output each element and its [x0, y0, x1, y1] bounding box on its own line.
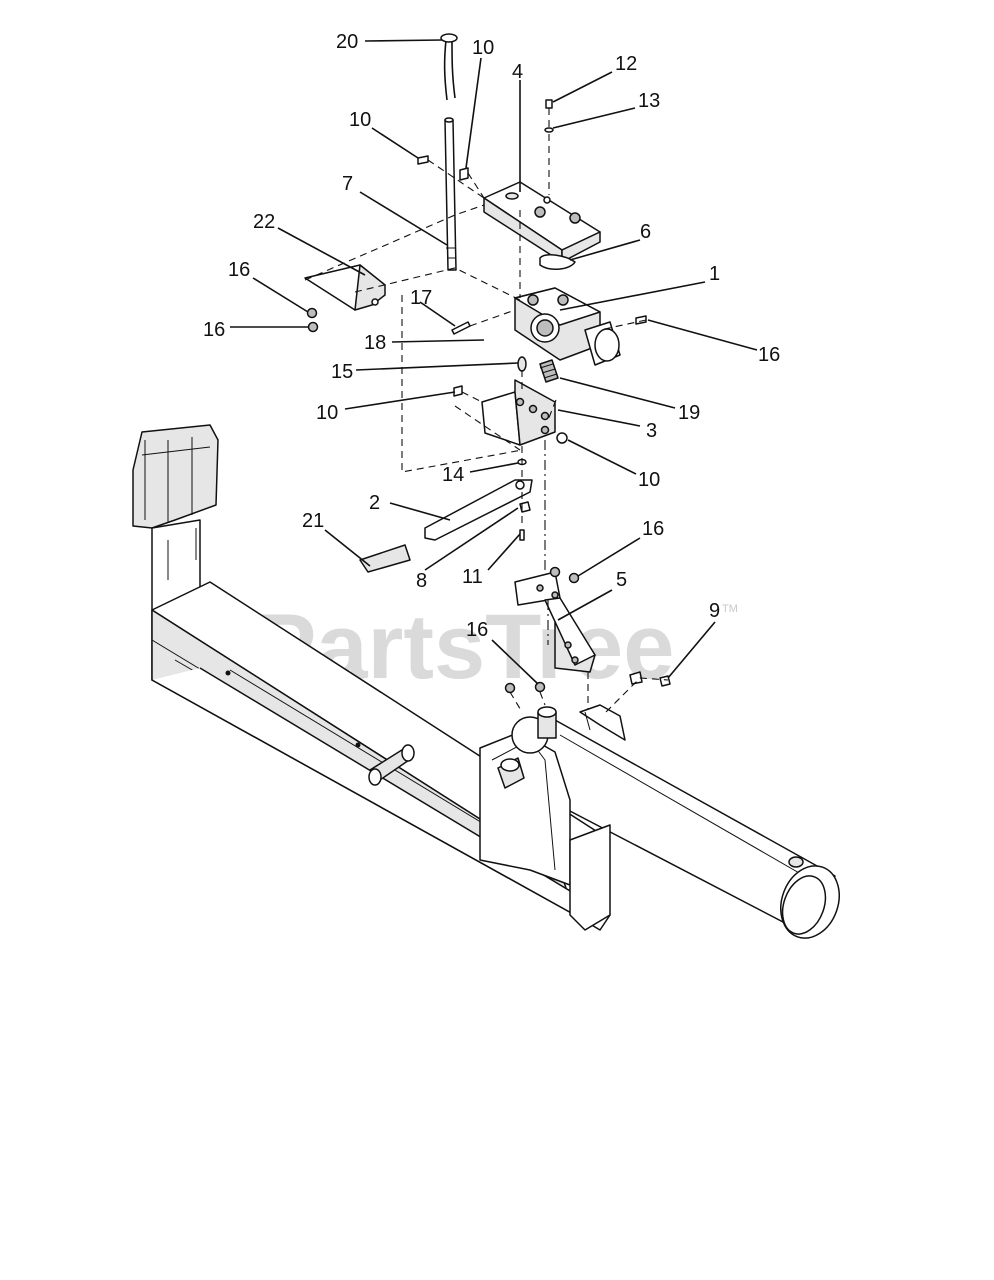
- cylinder-mount-plate: [479, 731, 571, 886]
- part-10-bolts: [417, 155, 568, 444]
- part-1-control-valve: [514, 287, 621, 366]
- part-11-pin: [519, 529, 525, 541]
- callout-16: 16: [758, 344, 780, 366]
- callout-7: 7: [342, 173, 353, 195]
- callout-17: 17: [410, 287, 432, 309]
- callout-18: 18: [364, 332, 386, 354]
- callout-2: 2: [369, 492, 380, 514]
- hydraulic-cylinder: [479, 704, 840, 939]
- part-20-handle-pin: [440, 33, 458, 101]
- wedge-head: [132, 424, 219, 529]
- part-2-handle: [424, 479, 533, 541]
- callout-12: 12: [615, 53, 637, 75]
- callout-16: 16: [228, 259, 250, 281]
- beam-flange: [151, 667, 611, 931]
- leader-lines: [230, 39, 758, 685]
- callout-19: 19: [678, 402, 700, 424]
- cylinder-lower-bracket: [569, 824, 611, 931]
- part-6-gasket: [539, 254, 576, 270]
- part-16-nuts-left: [306, 307, 319, 333]
- callout-6: 6: [640, 221, 651, 243]
- part-9-pins: [629, 671, 671, 687]
- callout-16: 16: [642, 518, 664, 540]
- part-12-bolt: [545, 99, 553, 109]
- part-3-valve-mount: [481, 379, 556, 446]
- callout-21: 21: [302, 510, 324, 532]
- callout-10: 10: [638, 469, 660, 491]
- part-7-control-rod: [444, 117, 457, 271]
- callout-14: 14: [442, 464, 464, 486]
- callout-labels: 20 10 4 12 13 10 7 22 6 16 1 17 16 18 16…: [203, 31, 780, 641]
- callout-13: 13: [638, 90, 660, 112]
- watermark-trademark: TM: [722, 603, 738, 615]
- callout-20: 20: [336, 31, 358, 53]
- assembly-lines: [304, 108, 669, 713]
- part-21-handle-grip: [359, 544, 411, 573]
- part-22-guard: [304, 264, 386, 311]
- callout-10: 10: [349, 109, 371, 131]
- part-16-nut-right: [635, 315, 647, 325]
- callout-16: 16: [203, 319, 225, 341]
- callout-8: 8: [416, 570, 427, 592]
- callout-1: 1: [709, 263, 720, 285]
- callout-5: 5: [616, 569, 627, 591]
- part-15-fitting: [517, 356, 527, 372]
- callout-9: 9: [709, 600, 720, 622]
- part-13-washer: [544, 127, 554, 133]
- callout-10: 10: [472, 37, 494, 59]
- callout-22: 22: [253, 211, 275, 233]
- wedge-ribs: [144, 437, 193, 522]
- callout-15: 15: [331, 361, 353, 383]
- callout-16: 16: [466, 619, 488, 641]
- part-19-hydraulic-fitting: [539, 359, 559, 383]
- callout-3: 3: [646, 420, 657, 442]
- callout-11: 11: [462, 566, 483, 588]
- callout-4: 4: [512, 61, 523, 83]
- callout-10: 10: [316, 402, 338, 424]
- part-17-bolt: [451, 321, 471, 335]
- part-4-valve-bracket: [483, 181, 601, 263]
